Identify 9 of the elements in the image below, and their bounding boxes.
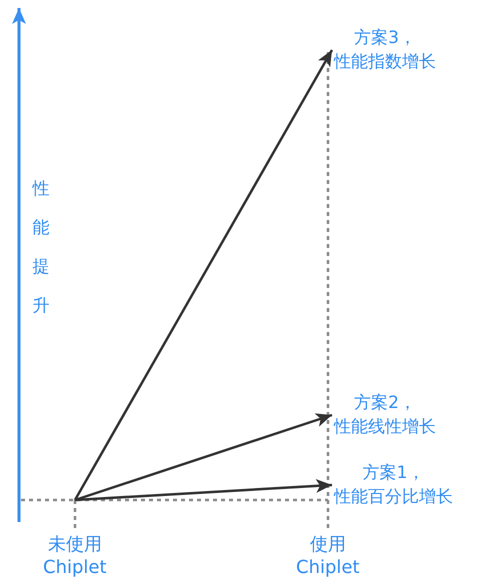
point-label: 方案3，性能指数增长 [332,26,438,74]
arrow [74,49,334,501]
point-label: 方案2，性能线性增长 [332,391,438,439]
axis-tick-label: 未使用 Chiplet [43,533,107,579]
axis-tick-label: 使用 Chiplet [296,533,360,579]
axis-title: 性能提升 [32,178,50,318]
arrow [74,413,332,502]
point-label: 方案1，性能百分比增长 [332,461,455,509]
arrow [74,478,332,502]
